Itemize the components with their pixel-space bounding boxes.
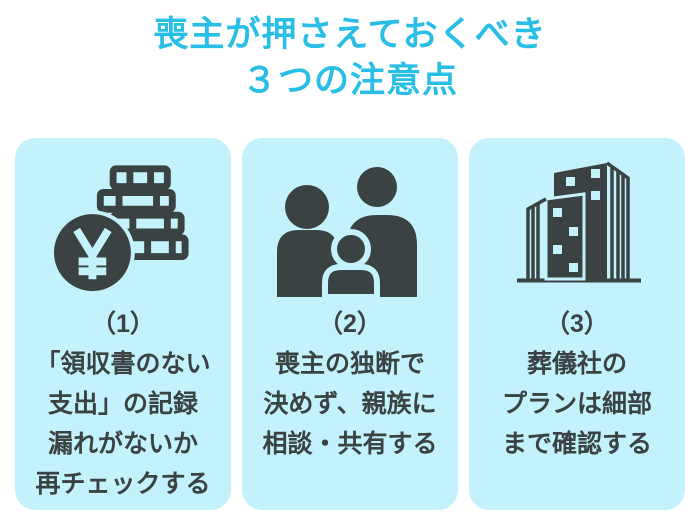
note-card-1: （1） 「領収書のない 支出」の記録 漏れがないか 再チェックする bbox=[15, 138, 231, 510]
card-number: （2） bbox=[318, 310, 382, 338]
note-card-2: （2） 喪主の独断で 決めず、親族に 相談・共有する bbox=[242, 138, 458, 510]
card-text-line: 決めず、親族に bbox=[263, 390, 437, 418]
card-text-line: 漏れがないか bbox=[47, 430, 198, 458]
page-title-line-1: 喪主が押さえておくべき bbox=[153, 15, 547, 54]
card-1-text: （1） 「領収書のない 支出」の記録 漏れがないか 再チェックする bbox=[35, 304, 210, 504]
card-text-line: 喪主の独断で bbox=[274, 350, 425, 378]
card-text-line: 支出」の記録 bbox=[47, 390, 198, 418]
card-text-line: プランは細部 bbox=[501, 390, 652, 418]
card-text-line: 相談・共有する bbox=[262, 430, 438, 458]
page-title-line-2: ３つの注意点 bbox=[241, 61, 458, 100]
cards-row: （1） 「領収書のない 支出」の記録 漏れがないか 再チェックする bbox=[15, 138, 685, 510]
card-text-line: 「領収書のない bbox=[35, 350, 211, 378]
note-card-3: （3） 葬儀社の プランは細部 まで確認する bbox=[469, 138, 685, 510]
card-2-text: （2） 喪主の独断で 決めず、親族に 相談・共有する bbox=[262, 304, 437, 464]
card-text-line: 再チェックする bbox=[35, 470, 211, 498]
family-icon bbox=[275, 153, 425, 301]
yen-coins-icon bbox=[54, 153, 192, 301]
card-number: （1） bbox=[91, 310, 155, 338]
card-3-text: （3） 葬儀社の プランは細部 まで確認する bbox=[502, 304, 652, 464]
card-number: （3） bbox=[545, 310, 609, 338]
card-text-line: まで確認する bbox=[501, 430, 652, 458]
page-title: 喪主が押さえておくべき ３つの注意点 bbox=[0, 0, 700, 104]
card-text-line: 葬儀社の bbox=[526, 350, 627, 378]
buildings-icon bbox=[510, 153, 645, 301]
